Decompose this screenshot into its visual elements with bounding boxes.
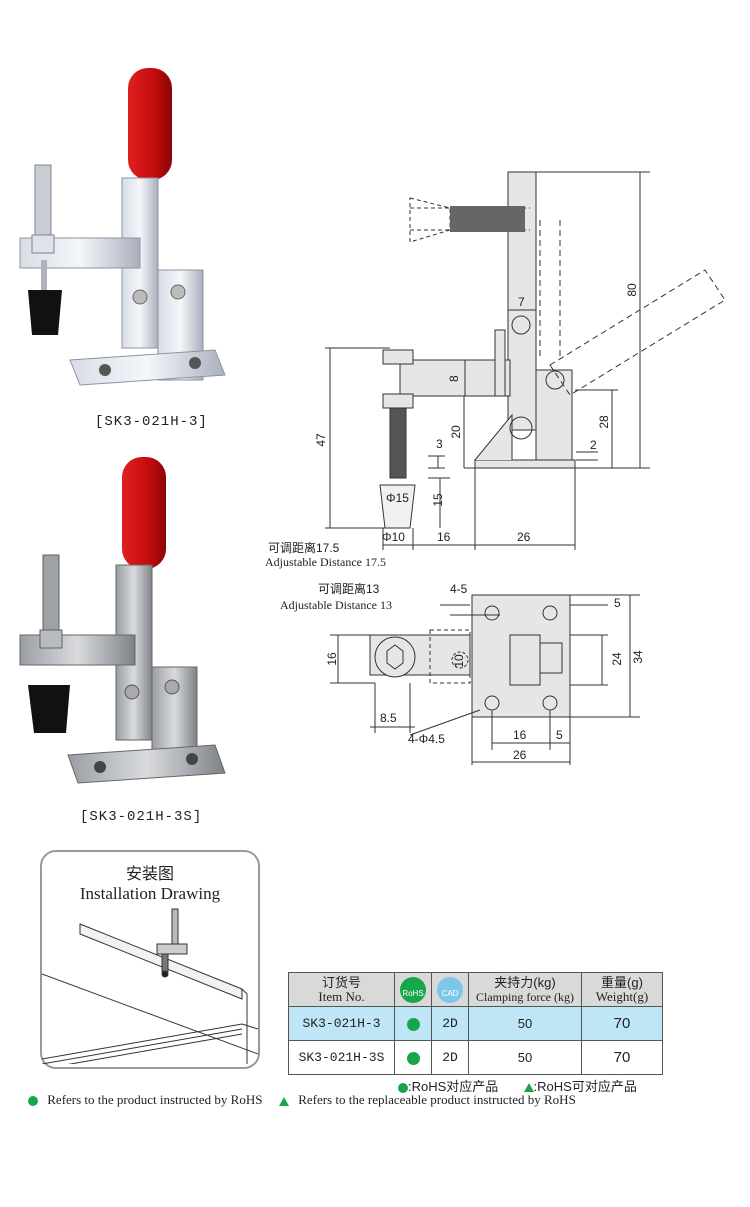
legend-rohs-cn: :RoHS对应产品 [408, 1079, 499, 1094]
rohs-icon: RoHS [400, 976, 426, 1003]
dim-label: 4-Φ4.5 [408, 732, 445, 746]
product-caption: [SK3-021H-3] [95, 414, 208, 430]
adjustable-distance-en: Adjustable Distance 17.5 [265, 555, 386, 569]
rohs-dot-icon [398, 1082, 408, 1093]
dim-label: 20 [449, 425, 463, 439]
dim-label: 16 [437, 530, 451, 544]
cell-cad: 2D [431, 1006, 469, 1041]
cell-force: 50 [468, 1040, 582, 1075]
dim-label: Φ15 [386, 491, 409, 505]
rohs-dot-icon [406, 1018, 420, 1032]
header-weight-cn: 重量(g) [601, 974, 643, 990]
header-force-cn: 夹持力(kg) [494, 974, 556, 990]
dim-label: 5 [614, 596, 621, 610]
product-photo-zinc [19, 68, 226, 386]
top-view-drawing: 可调距离13 Adjustable Distance 13 4-5 5 16 1… [280, 581, 645, 765]
dim-label: 34 [631, 650, 645, 664]
dim-label: 2 [590, 438, 597, 452]
cell-item: SK3-021H-3 [288, 1006, 395, 1041]
dim-label: 3 [436, 437, 443, 451]
dim-label: 16 [513, 728, 527, 742]
side-view-drawing: 80 7 8 47 20 28 3 2 15 Φ15 Φ10 16 26 可调距… [265, 171, 726, 569]
dim-label: 28 [597, 415, 611, 429]
dim-label: 16 [325, 652, 339, 666]
dim-label: Φ10 [382, 530, 405, 544]
adjustable-distance-en: Adjustable Distance 13 [280, 598, 392, 612]
dim-label: 26 [517, 530, 531, 544]
dim-label: 7 [518, 295, 525, 309]
cell-item: SK3-021H-3S [288, 1040, 395, 1075]
legend-rohs-en: Refers to the product instructed by RoHS [47, 1092, 263, 1107]
header-force-en: Clamping force (kg) [476, 989, 574, 1004]
rohs-dot-icon [406, 1052, 420, 1066]
dim-label: 47 [314, 433, 328, 447]
dim-label: 26 [513, 748, 527, 762]
legend-en: Refers to the product instructed by RoHS… [28, 1092, 576, 1108]
adjustable-distance-cn: 可调距离17.5 [268, 540, 340, 555]
dim-label: 80 [625, 283, 639, 297]
rohs-dot-icon [28, 1096, 38, 1107]
table-header-row: 订货号 Item No. RoHS CAD 夹持力(kg) Clamping f… [288, 972, 663, 1007]
cell-cad: 2D [431, 1040, 469, 1075]
cell-weight: 70 [581, 1040, 663, 1075]
legend-replace-cn: :RoHS可对应产品 [533, 1079, 637, 1094]
dim-label: 4-5 [450, 582, 468, 596]
dim-label: 8.5 [380, 711, 397, 725]
dim-label: 24 [610, 652, 624, 666]
installation-title-cn: 安装图 [125, 866, 174, 883]
header-item-cn: 订货号 [321, 974, 361, 990]
installation-illustration [42, 908, 258, 1064]
dim-label: 5 [556, 728, 563, 742]
adjustable-distance-cn: 可调距离13 [318, 581, 380, 596]
replaceable-triangle-icon [523, 1083, 534, 1093]
dim-label: 15 [431, 493, 445, 507]
table-row: SK3-021H-3 2D 50 70 [288, 1006, 663, 1041]
header-weight-en: Weight(g) [595, 988, 649, 1004]
spec-table: 订货号 Item No. RoHS CAD 夹持力(kg) Clamping f… [288, 972, 663, 1075]
cell-weight: 70 [581, 1006, 663, 1041]
replaceable-triangle-icon [278, 1096, 289, 1106]
product-photo-stainless [19, 457, 226, 784]
legend-cn: :RoHS对应产品 :RoHS可对应产品 [398, 1076, 637, 1095]
installation-drawing-panel: 安装图 Installation Drawing [40, 850, 260, 1069]
cell-force: 50 [468, 1006, 582, 1041]
product-caption: [SK3-021H-3S] [80, 809, 203, 825]
dim-label: 8 [447, 375, 461, 382]
installation-title-en: Installation Drawing [79, 884, 221, 903]
dim-label: 10 [452, 654, 466, 668]
legend-replace-en: Refers to the replaceable product instru… [298, 1092, 576, 1107]
cad-icon: CAD [437, 976, 463, 1003]
header-item-en: Item No. [318, 988, 365, 1004]
table-row: SK3-021H-3S 2D 50 70 [288, 1040, 663, 1075]
